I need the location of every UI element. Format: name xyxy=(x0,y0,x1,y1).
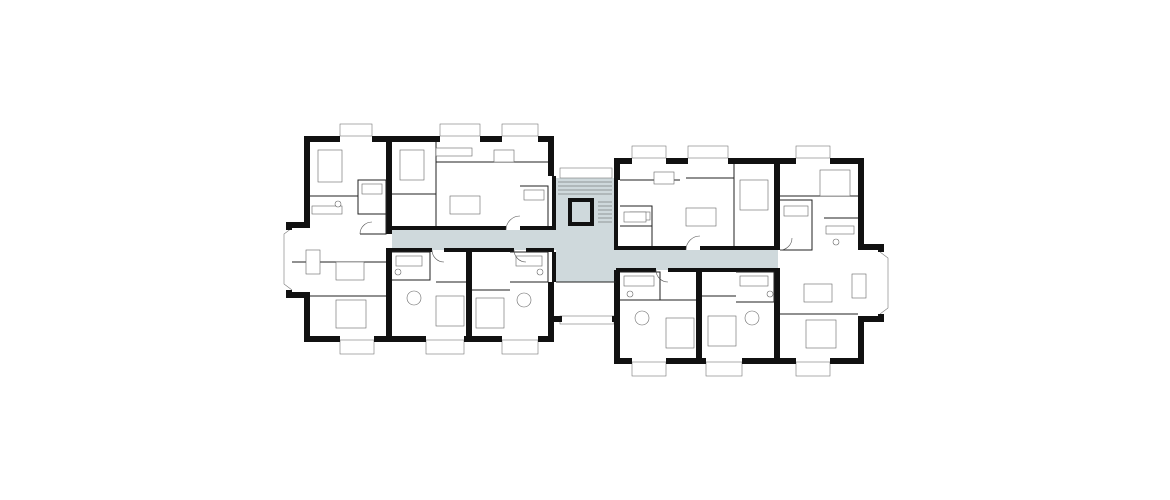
kitchen-counter xyxy=(435,147,473,157)
sofa xyxy=(335,261,365,281)
bay-window-west xyxy=(283,227,293,291)
bed xyxy=(739,179,769,211)
window-bay xyxy=(705,361,743,377)
window-bay xyxy=(425,339,465,355)
bed xyxy=(399,149,425,181)
furniture xyxy=(305,147,867,349)
corridor-west xyxy=(392,230,556,250)
round-table xyxy=(516,292,532,308)
exterior-walls xyxy=(286,136,884,364)
bed xyxy=(475,297,505,329)
stair-core xyxy=(556,178,616,282)
toilet xyxy=(626,290,634,298)
bathtub xyxy=(783,205,809,217)
dining-table xyxy=(305,249,321,275)
round-table xyxy=(406,290,422,306)
toilet xyxy=(394,268,402,276)
kitchen-counter xyxy=(311,205,343,215)
window-bay xyxy=(501,339,539,355)
toilet xyxy=(536,268,544,276)
window-bay xyxy=(795,361,831,377)
corridor-east xyxy=(616,250,778,270)
toilet xyxy=(832,238,840,246)
bed xyxy=(665,317,695,349)
round-table xyxy=(744,310,760,326)
kitchen-counter xyxy=(825,225,855,235)
bathtub xyxy=(361,183,383,195)
bed xyxy=(317,149,343,183)
window-bay xyxy=(631,361,667,377)
dining-table xyxy=(653,171,675,185)
bed xyxy=(435,295,465,327)
bathtub xyxy=(523,189,545,201)
sofa xyxy=(803,283,833,303)
bed xyxy=(805,319,837,349)
dining-table xyxy=(851,273,867,299)
circulation-area xyxy=(392,178,778,282)
sofa xyxy=(685,207,717,227)
door-swings xyxy=(359,215,793,283)
bed xyxy=(707,315,737,347)
round-table xyxy=(634,310,650,326)
bathtub xyxy=(515,255,543,267)
bed xyxy=(819,169,851,197)
stair-window-bottom xyxy=(559,315,615,325)
bathtub xyxy=(739,275,769,287)
dining-table xyxy=(493,149,515,163)
window-bay xyxy=(339,339,375,355)
sofa xyxy=(449,195,481,215)
toilet xyxy=(766,290,774,298)
interior-walls xyxy=(386,136,780,364)
bathtub xyxy=(623,211,647,223)
window-bay xyxy=(439,123,481,137)
window-bay xyxy=(687,145,729,159)
window-bay xyxy=(501,123,539,137)
stair-window-top xyxy=(559,167,613,179)
bay-window-east xyxy=(879,251,889,315)
toilet xyxy=(334,200,342,208)
window-bay xyxy=(795,145,831,159)
bed xyxy=(335,299,367,329)
window-bays xyxy=(283,123,889,377)
bathtub xyxy=(623,275,655,287)
window-bay xyxy=(631,145,667,159)
bathtub xyxy=(395,255,423,267)
room-partitions xyxy=(292,142,858,315)
window-bay xyxy=(339,123,373,137)
